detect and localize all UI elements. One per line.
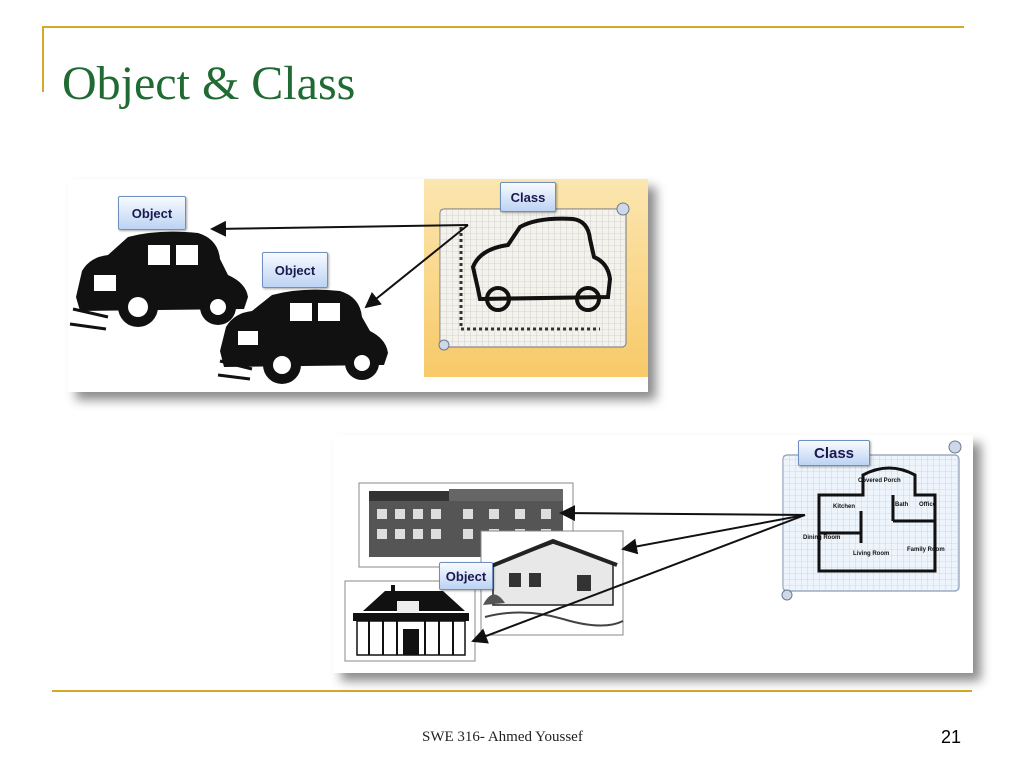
house-diagram-illustration: Covered Porch Kitchen Bath Office Dining… <box>344 440 962 662</box>
class-floorplan-scroll: Covered Porch Kitchen Bath Office Dining… <box>781 440 962 601</box>
car-diagram-panel: Object Object Class <box>68 179 648 392</box>
object-house-2 <box>480 530 624 636</box>
class-car-outline <box>470 216 613 312</box>
object-label-2: Object <box>262 252 328 288</box>
left-accent-rule <box>42 26 44 92</box>
slide-title: Object & Class <box>62 57 356 110</box>
top-accent-rule <box>44 26 964 28</box>
house-diagram-panel: Covered Porch Kitchen Bath Office Dining… <box>333 435 973 673</box>
arrow-class-to-house-1 <box>559 505 806 522</box>
object-house-1 <box>358 482 574 568</box>
class-dotted-frame <box>459 227 600 331</box>
arrow-class-to-object-2 <box>364 224 469 309</box>
object-car-2 <box>217 289 388 384</box>
object-house-3 <box>344 580 476 662</box>
room-living-room: Living Room <box>853 551 889 557</box>
arrow-class-to-object-1 <box>210 220 469 237</box>
footer-text: SWE 316- Ahmed Youssef <box>422 729 583 745</box>
arrow-class-to-house-3 <box>471 514 806 644</box>
car-diagram-illustration <box>69 179 648 384</box>
class-label-car: Class <box>500 182 556 212</box>
object-label-house: Object <box>439 562 493 590</box>
room-dining-room: Dining Room <box>803 535 840 541</box>
room-bath: Bath <box>895 502 909 508</box>
bottom-accent-rule <box>52 690 972 692</box>
page-number: 21 <box>941 727 962 747</box>
room-covered-porch: Covered Porch <box>858 478 901 484</box>
room-office: Office <box>919 502 937 508</box>
object-label-1: Object <box>118 196 186 230</box>
class-scroll <box>438 202 630 351</box>
room-kitchen: Kitchen <box>833 504 855 510</box>
class-label-house: Class <box>798 440 870 466</box>
object-car-1 <box>69 231 248 331</box>
room-family-room: Family Room <box>907 547 945 553</box>
arrow-class-to-house-2 <box>621 514 806 555</box>
